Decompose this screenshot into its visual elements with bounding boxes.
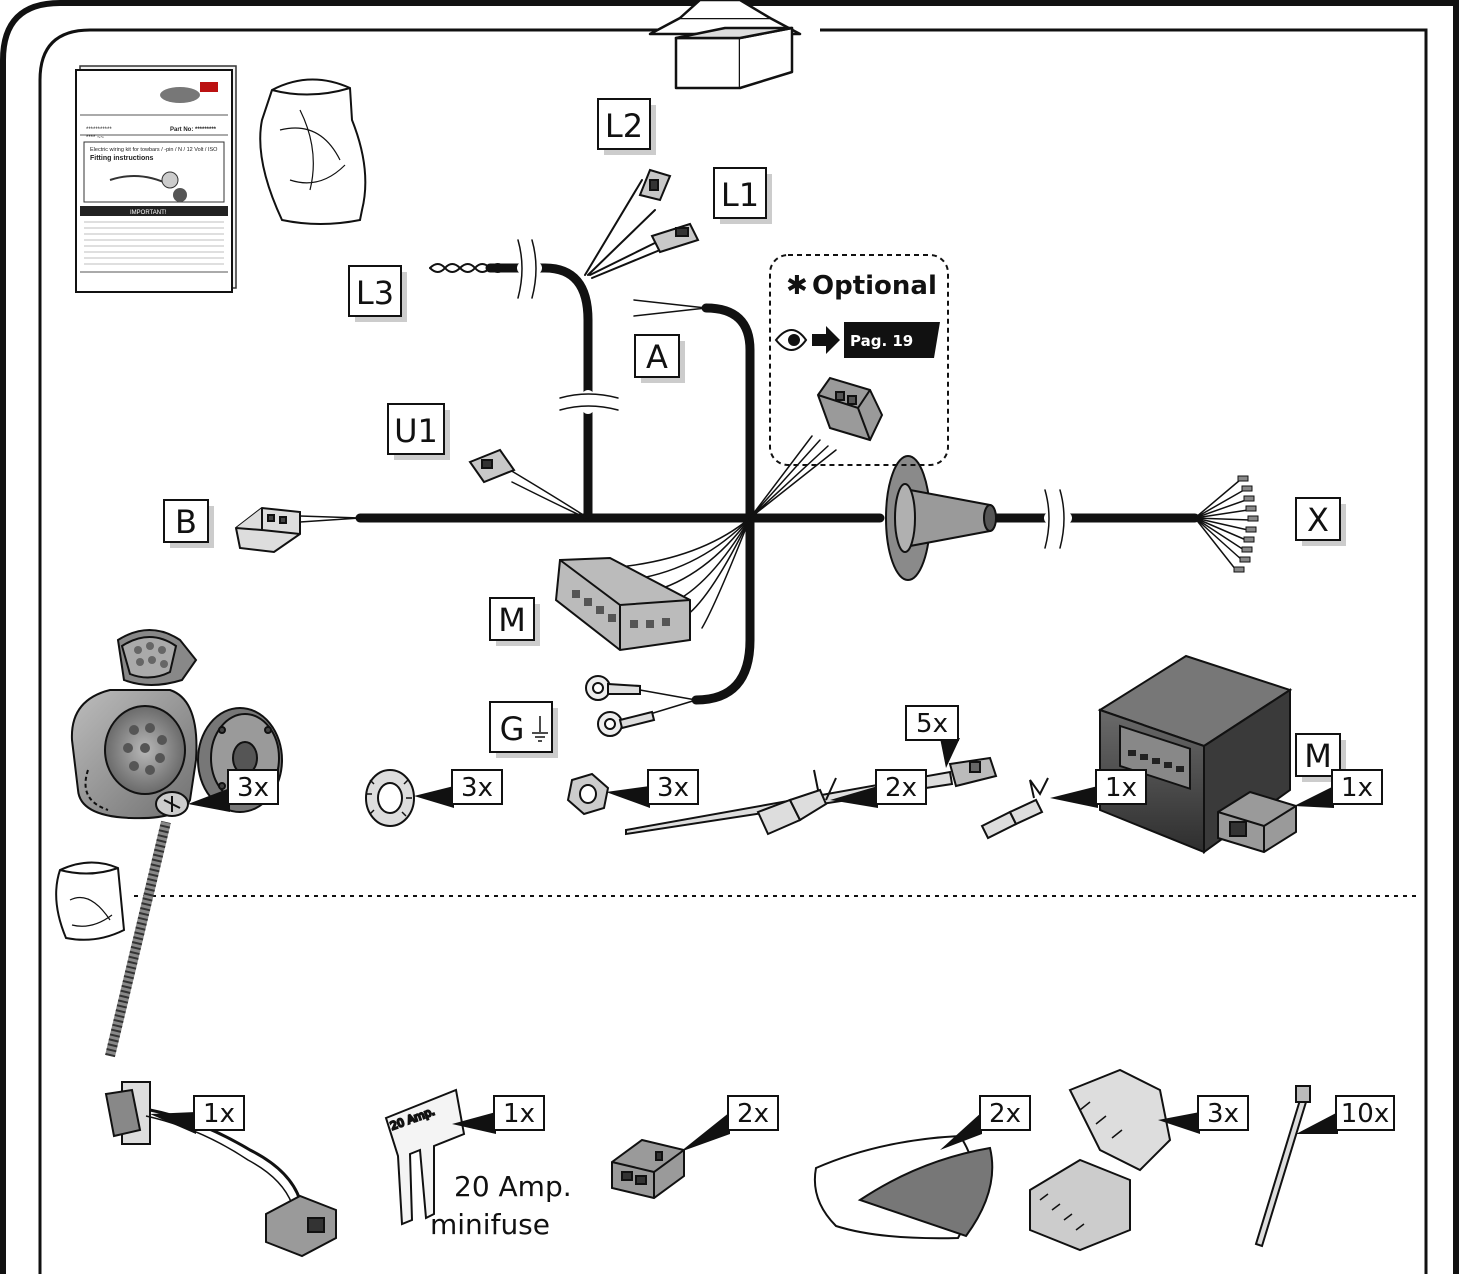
wiring-harness <box>299 179 1251 715</box>
qty-badge-relay: 1x <box>150 1095 245 1134</box>
trailer-socket-icon <box>70 629 283 820</box>
adhesive-pad-icon <box>813 1134 994 1240</box>
label-u1: U1 <box>387 403 450 460</box>
qty-badge-male-terminal: 1x <box>1050 769 1147 808</box>
label-l1-text: L1 <box>721 176 759 214</box>
manual-line-2: Fitting instructions <box>90 155 153 162</box>
qty-badge-cable-tie-small: 10x <box>1296 1095 1395 1134</box>
label-m-harness-text: M <box>498 601 526 639</box>
label-m-module-text: M <box>1304 737 1332 775</box>
manual-line-1: Electric wiring kit for towbars / -pin /… <box>90 147 218 153</box>
eye-icon <box>774 329 808 351</box>
qty-badge-washer: 3x <box>414 769 503 808</box>
optional-asterisk: ✱ <box>786 271 808 301</box>
qty-badge-splice-connector: 3x <box>1158 1095 1249 1134</box>
label-a: A <box>634 334 685 383</box>
screw-icon <box>105 791 189 1058</box>
label-g: G <box>489 701 558 758</box>
fuse-icon: 20 Amp. <box>384 1088 466 1226</box>
m-harness-connector <box>554 556 691 652</box>
grommet-icon <box>885 455 997 581</box>
qty-plug-2pin-text: 2x <box>737 1099 769 1129</box>
label-m-module: M <box>1295 733 1346 782</box>
arrow-right-icon <box>812 326 840 354</box>
u1-connector <box>468 448 516 484</box>
qty-badge-female-terminal: 2x <box>830 769 927 808</box>
label-g-text: G <box>500 710 525 748</box>
qty-connector-housing-text: 1x <box>1341 773 1373 803</box>
plastic-bag-icon <box>259 78 367 225</box>
label-x-text: X <box>1307 501 1329 539</box>
washer-icon <box>365 769 415 827</box>
control-module-icon <box>1097 654 1293 854</box>
qty-nut-text: 3x <box>657 773 689 803</box>
qty-fuse-text: 1x <box>503 1099 535 1129</box>
qty-cable-tie-small-text: 10x <box>1341 1099 1389 1129</box>
optional-title: Optional <box>812 271 937 301</box>
male-terminal-icon <box>980 777 1049 840</box>
optional-module <box>816 376 884 442</box>
l1-connector <box>650 222 700 254</box>
ground-ring-terminals <box>585 675 656 737</box>
label-m-harness: M <box>489 597 540 646</box>
page-reference-text: Pag. 19 <box>850 332 913 350</box>
qty-adhesive-pad-text: 2x <box>989 1099 1021 1129</box>
splice-connector-icon <box>1029 1068 1172 1252</box>
label-b-text: B <box>175 503 197 541</box>
qty-female-terminal-text: 2x <box>885 773 917 803</box>
b-connector <box>234 506 301 554</box>
qty-screw-text: 3x <box>237 773 269 803</box>
qty-badge-plug-2pin: 2x <box>680 1095 779 1152</box>
qty-badge-connector-housing: 1x <box>1294 769 1383 808</box>
plug-2pin-icon <box>611 1138 685 1200</box>
qty-cable-tie-large-text: 5x <box>916 709 948 739</box>
label-b: B <box>163 499 214 548</box>
qty-washer-text: 3x <box>461 773 493 803</box>
manual-important: IMPORTANT! <box>130 210 167 216</box>
qty-splice-connector-text: 3x <box>1207 1099 1239 1129</box>
x-wire-pins <box>1233 475 1259 573</box>
ground-symbol-icon <box>532 716 548 742</box>
label-l3-text: L3 <box>356 274 394 312</box>
page-reference-badge <box>844 322 940 358</box>
small-bag-icon <box>55 861 126 941</box>
qty-badge-nut: 3x <box>606 769 699 808</box>
label-l1: L1 <box>713 167 772 224</box>
fuse-caption-1: 20 Amp. <box>454 1170 572 1203</box>
cable-tie-small-icon <box>1254 1085 1311 1248</box>
label-l2: L2 <box>597 98 656 155</box>
label-u1-text: U1 <box>394 412 438 450</box>
manual-serial-2: **** ~~ <box>86 135 105 141</box>
qty-relay-text: 1x <box>203 1099 235 1129</box>
female-terminal-icon <box>756 769 837 836</box>
label-l3: L3 <box>348 265 407 322</box>
qty-male-terminal-text: 1x <box>1105 773 1137 803</box>
label-x: X <box>1295 497 1346 546</box>
box-icon <box>648 0 802 90</box>
l2-connector <box>638 168 672 202</box>
fuse-caption-2: minifuse <box>430 1208 550 1241</box>
label-a-text: A <box>646 338 668 376</box>
qty-badge-fuse: 1x <box>452 1095 545 1134</box>
connector-housing-icon <box>1217 790 1297 854</box>
label-l2-text: L2 <box>605 107 643 145</box>
manual-part-no: Part No: ********* <box>170 127 217 133</box>
qty-badge-adhesive-pad: 2x <box>940 1095 1031 1150</box>
optional-section: ✱ Optional Pag. 19 <box>769 254 949 466</box>
manual-icon: *********** **** ~~ Part No: ********* E… <box>75 65 237 293</box>
nut-icon <box>566 772 610 816</box>
manual-serial: *********** <box>86 127 112 133</box>
qty-badge-screw: 3x <box>188 769 279 812</box>
qty-badge-cable-tie-large: 5x <box>905 705 960 768</box>
